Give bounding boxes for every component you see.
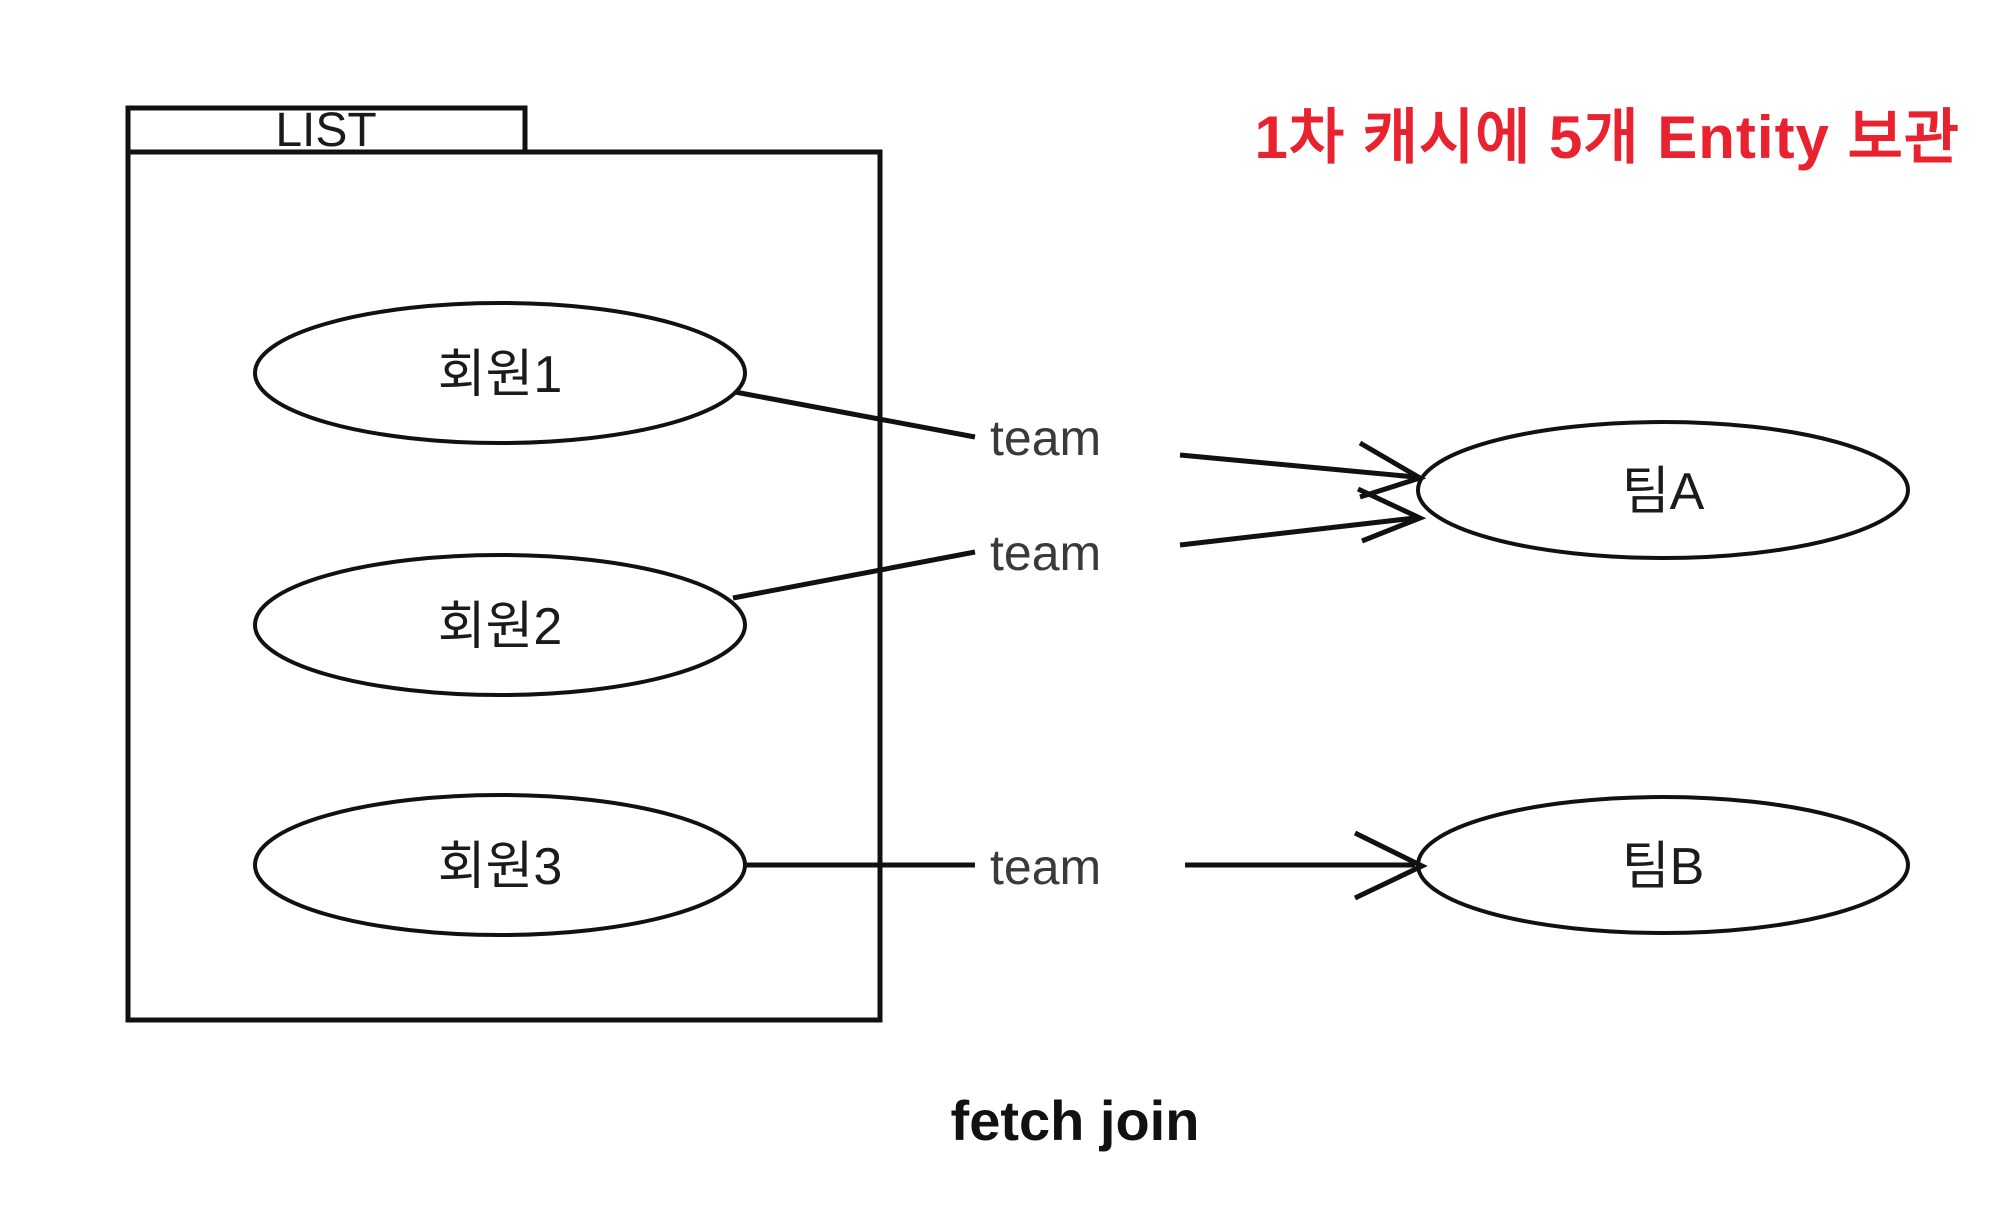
member2-label: 회원2 [438, 598, 563, 656]
relation-label-member1: team [990, 410, 1101, 466]
diagram-caption: fetch join [951, 1089, 1200, 1152]
entity-member3: 회원3 [253, 793, 747, 937]
member2-team-line [732, 549, 976, 601]
teamA-label: 팀A [1622, 463, 1705, 521]
member1-ellipse [253, 301, 747, 445]
entity-teamB: 팀B [1416, 795, 1910, 935]
relation-member2-teamA: team [732, 486, 1427, 601]
relation-member3-teamB: team [745, 830, 1428, 901]
arrowhead-teamA-1 [1358, 440, 1427, 500]
package-body [125, 149, 883, 1023]
teamA-ellipse [1416, 420, 1910, 560]
member1-team-line [734, 389, 976, 440]
annotation-title: 1차 캐시에 5개 Entity 보관 [1255, 104, 1961, 171]
team-teamA-line-2 [1179, 515, 1416, 548]
member1-label: 회원1 [438, 346, 563, 404]
arrowhead-teamB [1353, 830, 1428, 901]
relation-label-member3: team [990, 839, 1101, 895]
relation-label-member2: team [990, 525, 1101, 581]
teamB-label: 팀B [1622, 838, 1705, 896]
entity-member2: 회원2 [253, 553, 747, 697]
list-package: LIST [125, 104, 883, 1023]
entity-member1: 회원1 [253, 301, 747, 445]
relation-member1-teamA: team [734, 389, 1427, 500]
package-label: LIST [275, 104, 376, 157]
team-teamA-line-1 [1179, 452, 1416, 480]
member3-label: 회원3 [438, 838, 563, 896]
arrowhead-teamA-2 [1356, 486, 1427, 544]
entity-teamA: 팀A [1416, 420, 1910, 560]
member2-ellipse [253, 553, 747, 697]
